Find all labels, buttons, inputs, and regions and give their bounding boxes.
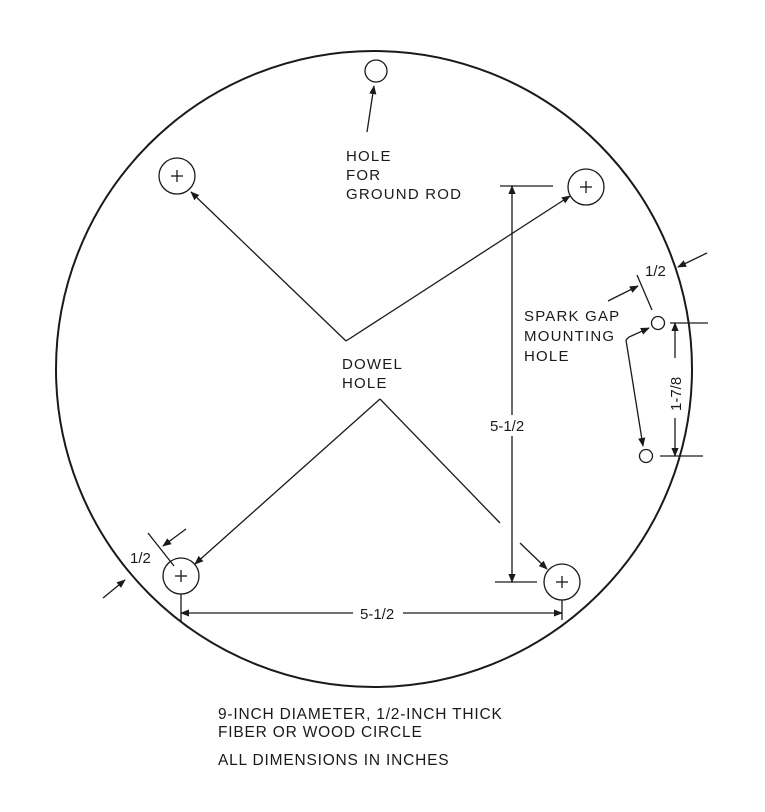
label-line: DOWEL (342, 356, 403, 373)
spark-gap-dimension: 1-7/8 (660, 322, 708, 457)
spark-gap-label: SPARK GAP MOUNTING HOLE (524, 308, 620, 365)
diagram-notes: 9-INCH DIAMETER, 1/2-INCH THICK FIBER OR… (218, 706, 503, 769)
vertical-dimension: 5-1/2 (490, 185, 553, 583)
dowel-label: DOWEL HOLE (342, 356, 403, 392)
label-line: HOLE (342, 375, 388, 392)
label-line: FOR (346, 167, 381, 184)
label-line: HOLE (524, 348, 570, 365)
label-line: SPARK GAP (524, 308, 620, 325)
dowel-hole-top-left (158, 157, 196, 195)
note-line: FIBER OR WOOD CIRCLE (218, 724, 423, 741)
dimension-label: 1/2 (130, 550, 151, 567)
dimension-label: 1/2 (645, 263, 666, 280)
dimension-label: 5-1/2 (490, 418, 524, 435)
dowel-hole-bottom-right (543, 563, 581, 601)
ground-rod-hole (364, 59, 388, 83)
dowel-hole-top-right (567, 168, 605, 206)
dimension-label: 1-7/8 (668, 377, 685, 411)
note-line: ALL DIMENSIONS IN INCHES (218, 752, 449, 769)
spark-gap-leaders (625, 327, 650, 447)
label-line: MOUNTING (524, 328, 615, 345)
horizontal-dimension: 5-1/2 (180, 594, 563, 623)
dimension-label: 5-1/2 (360, 606, 394, 623)
ground-rod-label: HOLE FOR GROUND ROD (346, 148, 462, 203)
spark-gap-hole-top (650, 315, 666, 331)
spark-gap-hole-bottom (638, 448, 654, 464)
note-line: 9-INCH DIAMETER, 1/2-INCH THICK (218, 706, 503, 723)
left-edge-offset-dimension: 1/2 (102, 528, 187, 599)
dowel-leaders (190, 191, 571, 570)
label-line: HOLE (346, 148, 392, 165)
label-line: GROUND ROD (346, 186, 462, 203)
ground-rod-leader-arrow (366, 85, 377, 133)
board-circle (55, 50, 693, 688)
right-edge-offset-dimension: 1/2 (607, 252, 708, 311)
dowel-hole-bottom-left (162, 557, 200, 595)
